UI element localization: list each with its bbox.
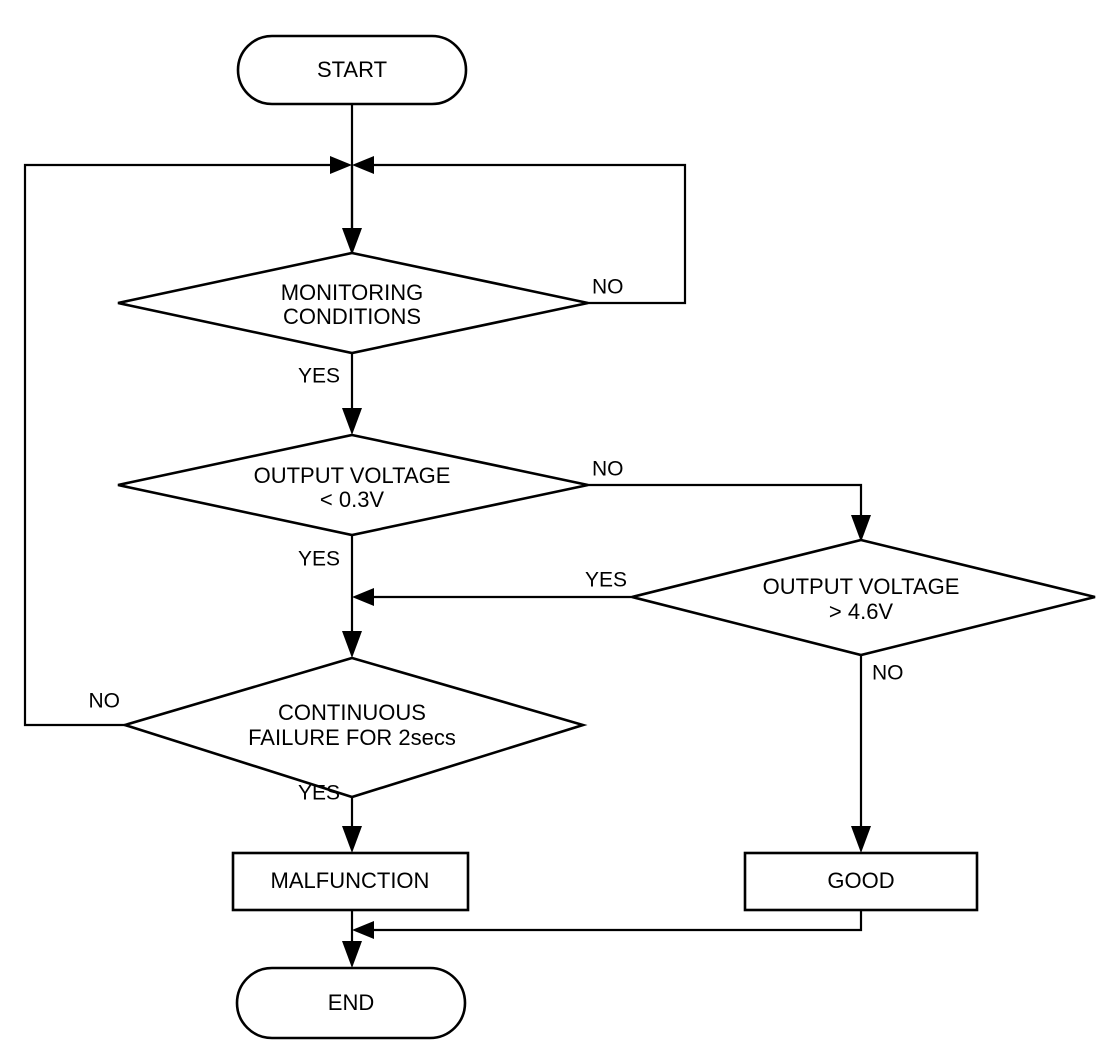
edge-label-voltage-high-yes: YES <box>585 569 627 592</box>
voltage-high-shape <box>631 538 1096 657</box>
arrowhead-good-join <box>352 921 374 939</box>
arrowhead-into-end <box>342 941 362 968</box>
edge-continuous-no-loopback <box>23 163 338 727</box>
good-shape <box>743 851 979 912</box>
arrowhead-loopback-left <box>330 156 352 174</box>
start-label: START <box>317 57 387 82</box>
arrowhead-into-continuous <box>342 631 362 658</box>
voltage-high-label-line2: > 4.6V <box>829 599 894 624</box>
voltage-high-label-line1: OUTPUT VOLTAGE <box>763 574 960 599</box>
node-end: END <box>235 966 467 1040</box>
edge-label-voltage-low-no: NO <box>592 458 624 481</box>
monitoring-shape <box>117 251 589 355</box>
good-label: GOOD <box>827 868 894 893</box>
voltage-low-label-line1: OUTPUT VOLTAGE <box>254 463 451 488</box>
arrowhead-into-malfunction <box>342 826 362 853</box>
edge-label-monitoring-yes: YES <box>298 365 340 388</box>
arrowhead-into-voltage-high <box>851 515 871 542</box>
arrowhead-into-voltage-low <box>342 408 362 435</box>
node-start: START <box>236 34 468 106</box>
malfunction-shape <box>231 851 470 912</box>
node-output-voltage-low: OUTPUT VOLTAGE < 0.3V <box>117 433 589 537</box>
monitoring-label-line1: MONITORING <box>281 280 424 305</box>
edge-monitoring-no-loopback <box>366 163 687 305</box>
continuous-label-line1: CONTINUOUS <box>278 700 426 725</box>
continuous-shape <box>120 656 588 799</box>
node-good: GOOD <box>743 851 979 912</box>
edge-good-to-end <box>366 910 863 932</box>
node-monitoring-conditions: MONITORING CONDITIONS <box>117 251 589 355</box>
edge-label-voltage-high-no: NO <box>872 662 904 685</box>
end-label: END <box>328 990 374 1015</box>
node-output-voltage-high: OUTPUT VOLTAGE > 4.6V <box>631 538 1096 657</box>
malfunction-label: MALFUNCTION <box>271 868 430 893</box>
voltage-low-shape <box>117 433 589 537</box>
voltage-low-label-line2: < 0.3V <box>320 487 385 512</box>
start-shape <box>236 34 468 106</box>
arrowhead-voltage-high-yes <box>352 588 374 606</box>
edge-label-monitoring-no: NO <box>592 276 624 299</box>
arrowhead-loopback-right <box>352 156 374 174</box>
node-continuous-failure: CONTINUOUS FAILURE FOR 2secs <box>120 656 588 799</box>
arrowhead-into-good <box>851 826 871 853</box>
monitoring-label-line2: CONDITIONS <box>283 304 421 329</box>
edge-label-voltage-low-yes: YES <box>298 548 340 571</box>
node-malfunction: MALFUNCTION <box>231 851 470 912</box>
edge-label-continuous-yes: YES <box>298 782 340 805</box>
continuous-label-line2: FAILURE FOR 2secs <box>248 725 456 750</box>
edge-label-continuous-no: NO <box>89 690 121 713</box>
end-shape <box>235 966 467 1040</box>
arrowhead-into-monitoring <box>342 228 362 255</box>
edge-voltage-low-no <box>588 483 863 528</box>
